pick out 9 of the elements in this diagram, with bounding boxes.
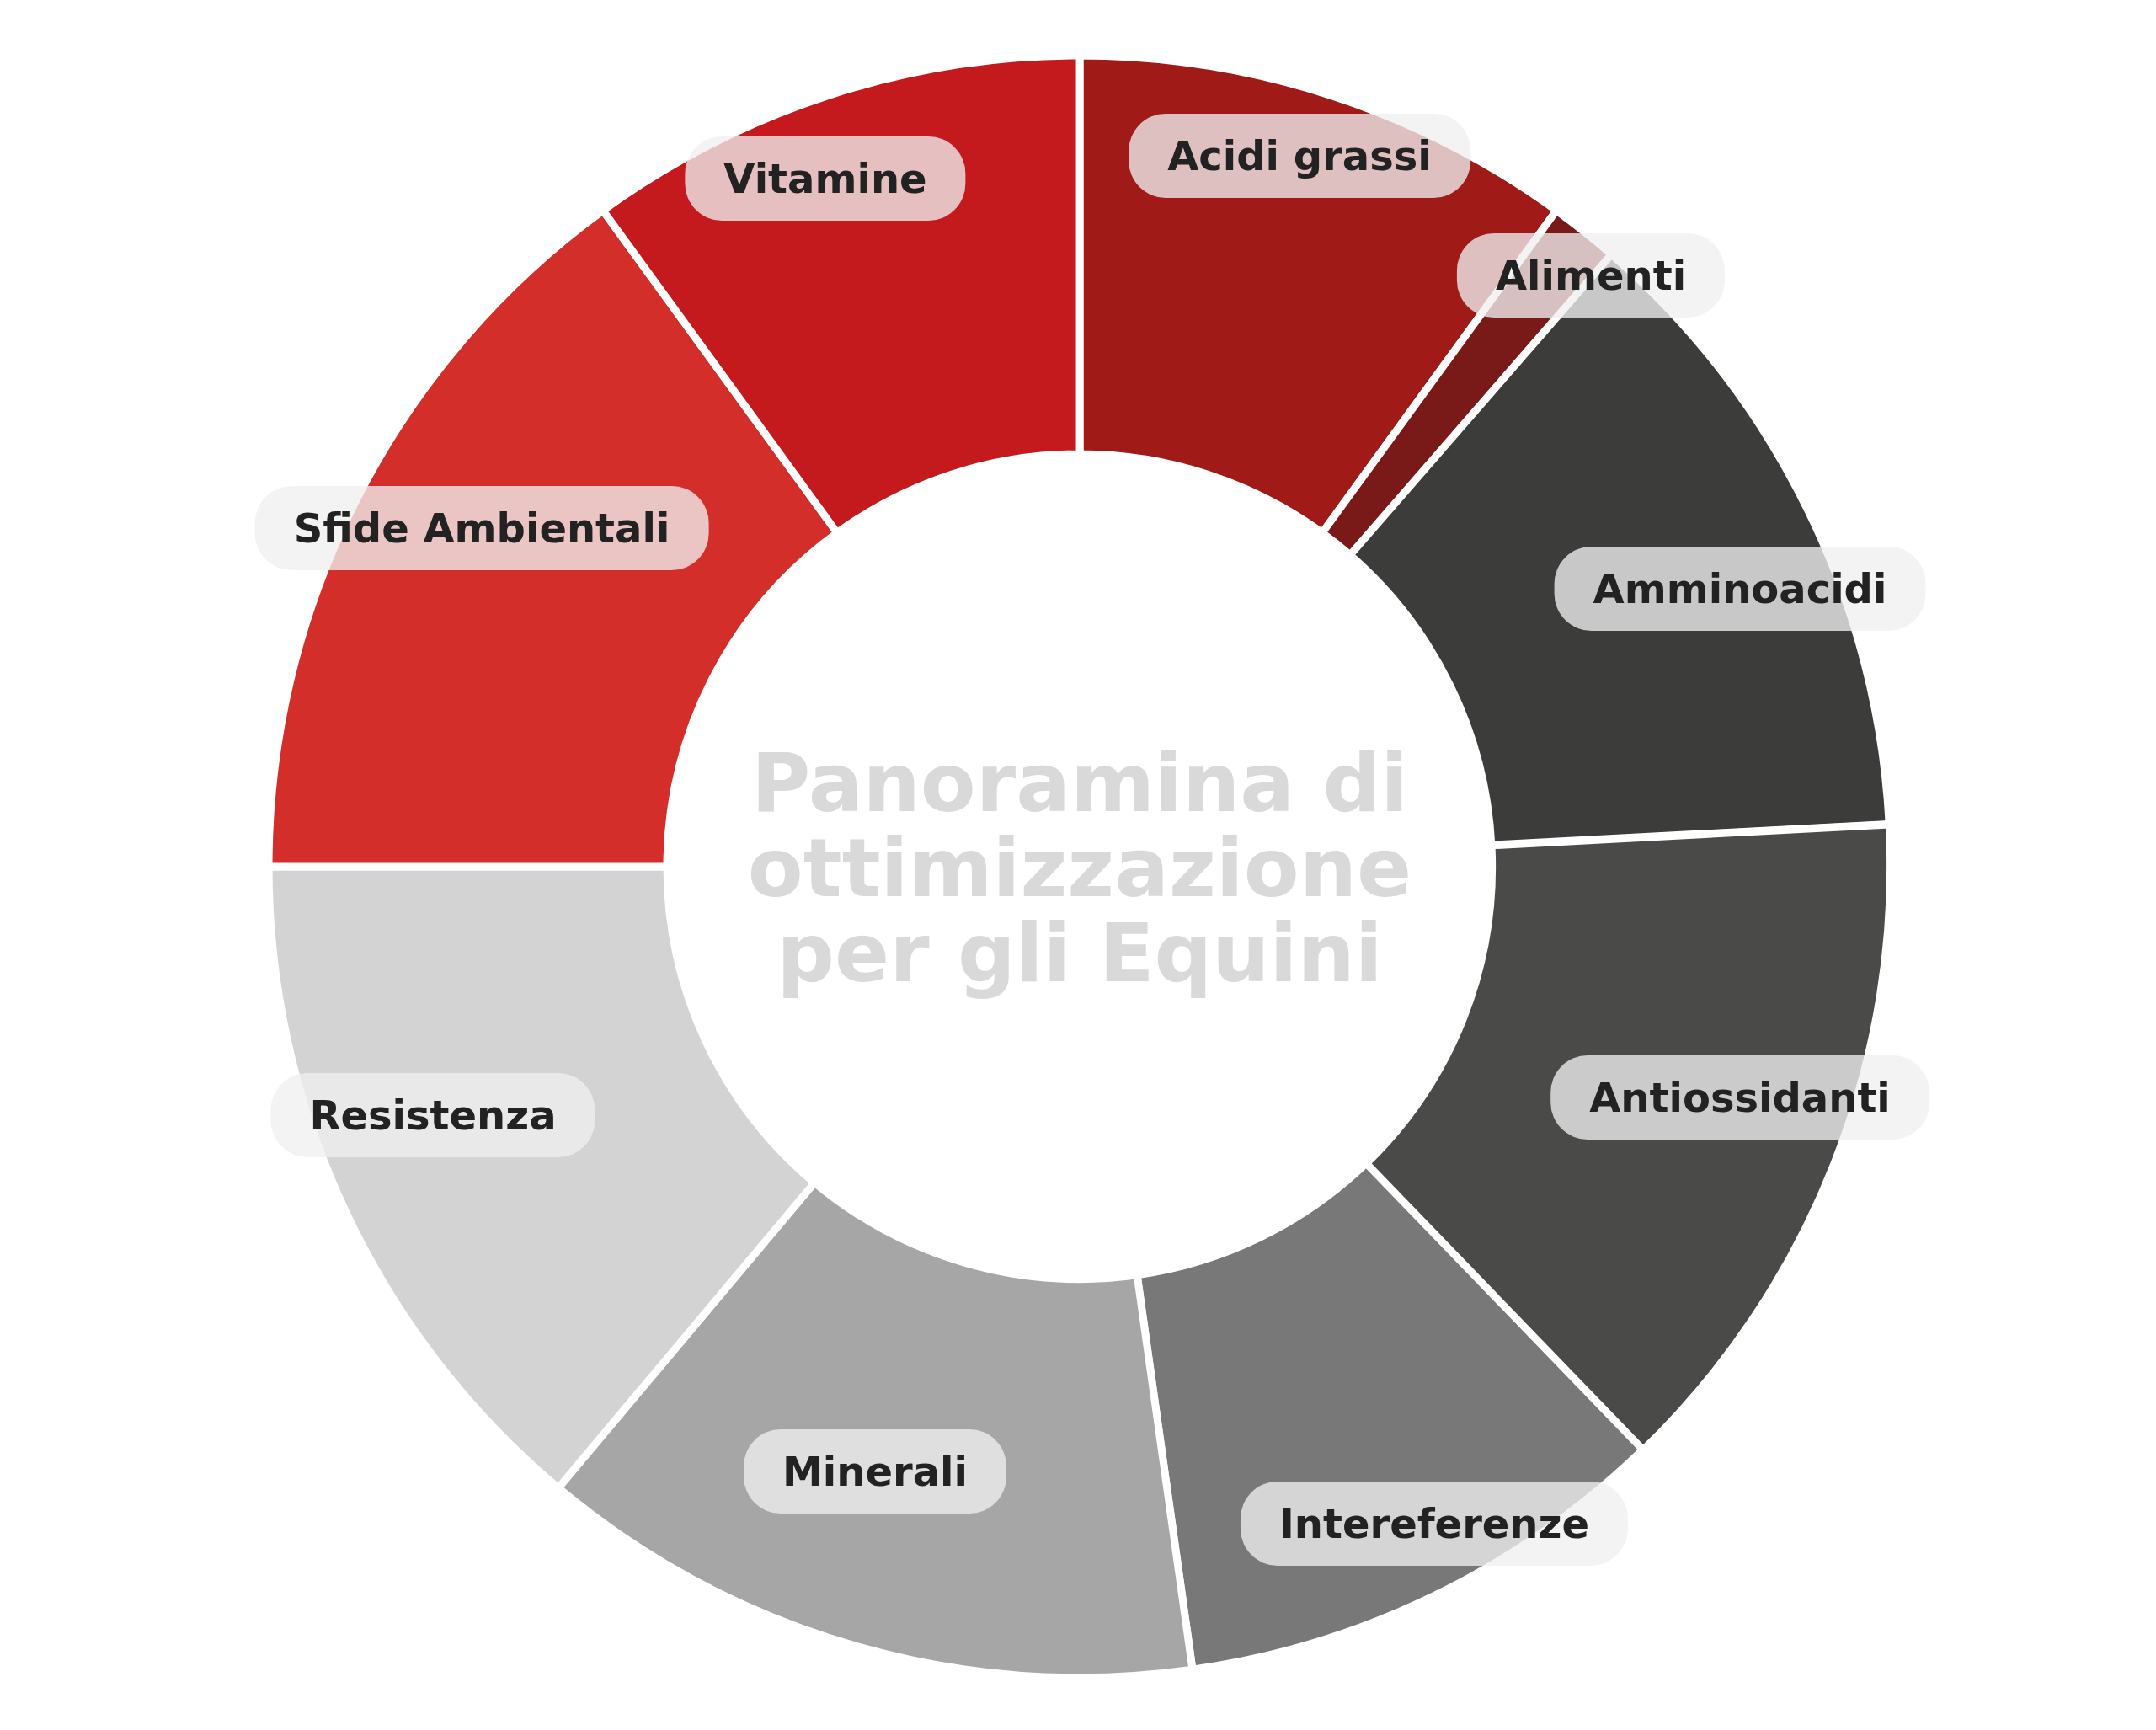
segment-label: Resistenza (270, 1073, 595, 1157)
segment-label: Intereferenze (1240, 1482, 1629, 1566)
segment-label: Vitamine (685, 136, 966, 221)
segment-label: Amminoacidi (1554, 547, 1926, 631)
segment-label: Minerali (744, 1429, 1006, 1514)
segment-label: Alimenti (1456, 233, 1726, 318)
segment-label: Sfide Ambientali (254, 486, 709, 570)
segment-label: Acidi grassi (1129, 114, 1470, 198)
segment-label: Antiossidanti (1550, 1055, 1929, 1140)
